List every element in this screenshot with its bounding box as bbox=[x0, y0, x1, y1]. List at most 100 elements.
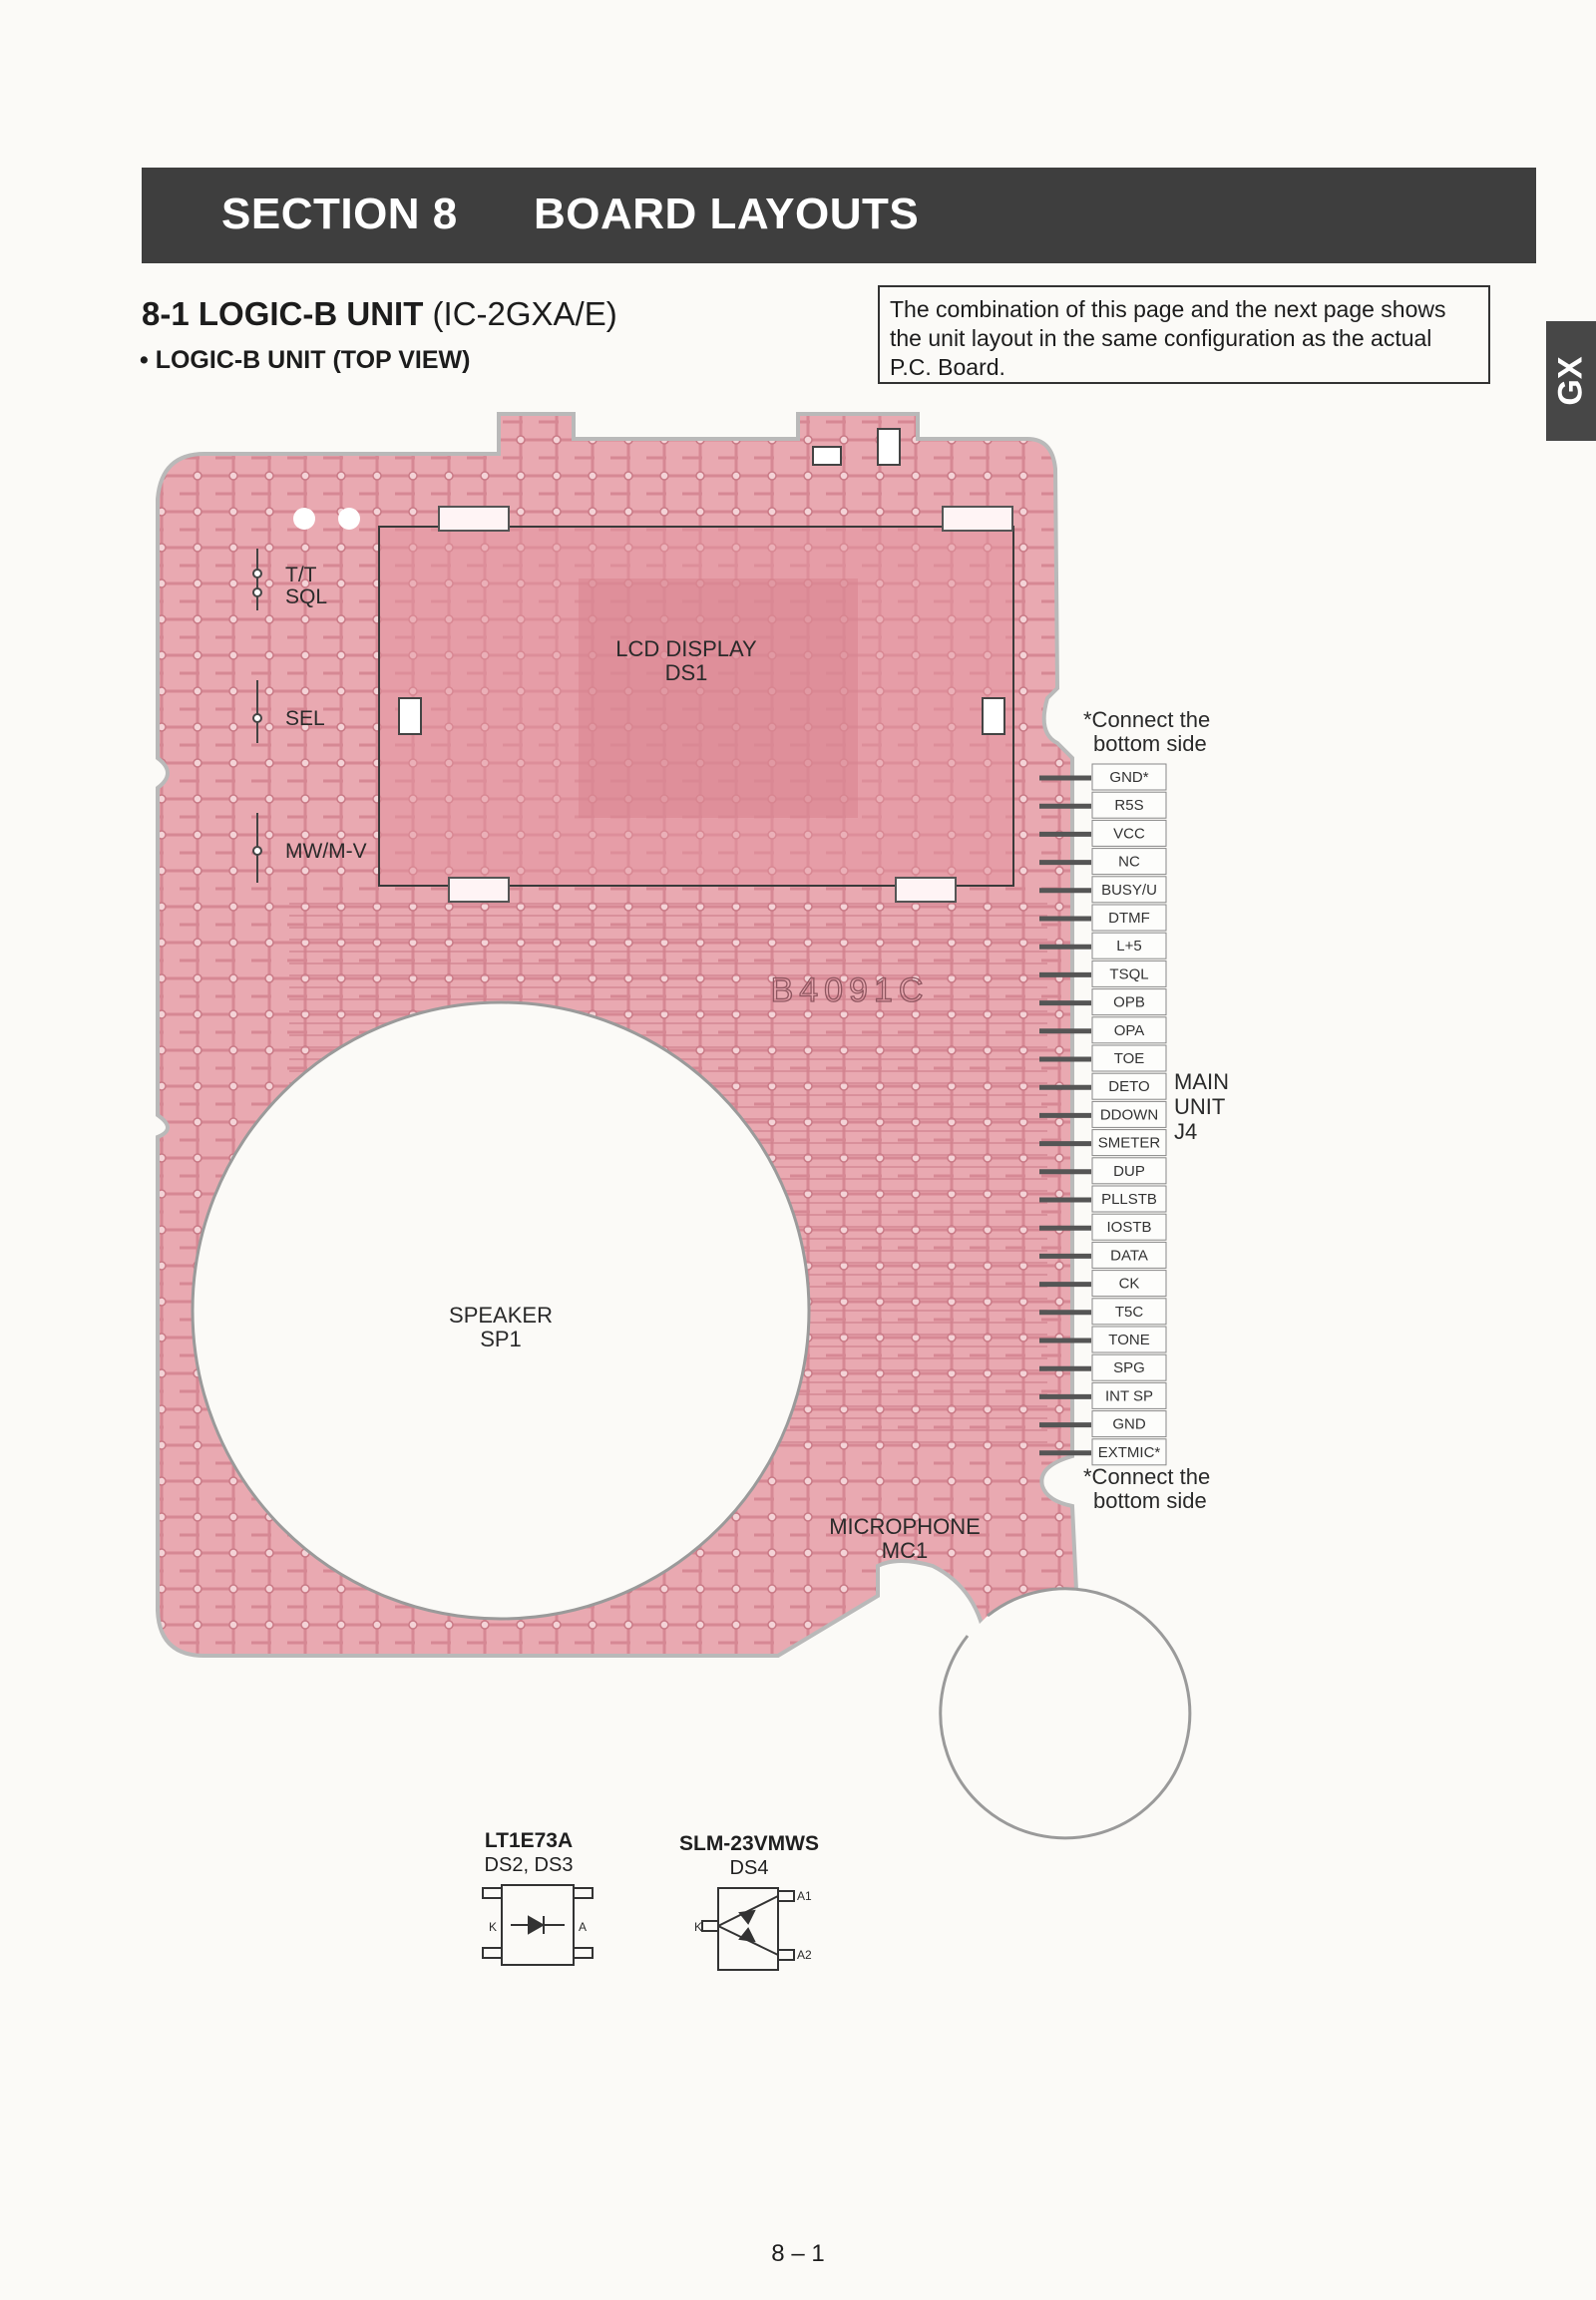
subsection-title: 8-1 LOGIC-B UNIT (IC-2GXA/E) bbox=[142, 295, 617, 333]
connector-pin-label: BUSY/U bbox=[1101, 882, 1157, 899]
component-2-title: SLM-23VMWS bbox=[679, 1832, 819, 1855]
connector-pin-label: DETO bbox=[1108, 1078, 1149, 1095]
component-1-pin-a: A bbox=[579, 1920, 587, 1934]
connector-note-top-line1: *Connect the bbox=[1083, 707, 1210, 732]
connector-pin-box bbox=[1091, 1072, 1167, 1100]
connector-pin-box bbox=[1091, 1241, 1167, 1269]
connector-pin-box bbox=[1091, 904, 1167, 932]
connector-pin-label: OPA bbox=[1114, 1022, 1145, 1039]
connector-pin-label: DDOWN bbox=[1100, 1106, 1158, 1123]
connector-note-top-line2: bottom side bbox=[1093, 731, 1207, 756]
led-ds4 bbox=[812, 446, 842, 466]
connector-pin-label: OPB bbox=[1113, 994, 1145, 1011]
lcd-clip bbox=[438, 506, 510, 532]
component-2-subtitle: DS4 bbox=[730, 1857, 769, 1879]
switch-label-tt: T/T bbox=[285, 564, 317, 586]
connector-pin-label: GND bbox=[1112, 1416, 1146, 1433]
connector-pin-label: R5S bbox=[1114, 797, 1143, 814]
led-ds2 bbox=[398, 697, 422, 735]
main-unit-label-line3: J4 bbox=[1174, 1119, 1197, 1144]
connector-pin-box bbox=[1091, 1326, 1167, 1353]
connector-pin-box bbox=[1091, 959, 1167, 987]
subsection-name: LOGIC-B UNIT bbox=[198, 295, 424, 332]
switch-group bbox=[252, 549, 262, 883]
connector-pin-label: INT SP bbox=[1105, 1387, 1153, 1404]
connector-pin-box bbox=[1091, 1438, 1167, 1466]
microphone-cutout bbox=[939, 1587, 1192, 1840]
connector-pin-box bbox=[1091, 1381, 1167, 1409]
connector-pin-box bbox=[1091, 988, 1167, 1016]
connector-pin-label: IOSTB bbox=[1106, 1219, 1151, 1236]
page-number: 8 – 1 bbox=[771, 2240, 825, 2267]
component-2-pin-a1: A1 bbox=[797, 1889, 812, 1903]
mount-hole bbox=[338, 508, 360, 530]
lcd-clip bbox=[942, 506, 1013, 532]
switch-label-mw: MW/M-V bbox=[285, 840, 367, 863]
board-code: B4091C bbox=[771, 971, 930, 1009]
speaker-cutout bbox=[191, 1000, 811, 1621]
connector-pin-label: T5C bbox=[1115, 1304, 1144, 1321]
lcd-clip bbox=[448, 877, 510, 903]
connector-pin-label: DUP bbox=[1113, 1163, 1145, 1180]
subsection-number: 8-1 bbox=[142, 295, 190, 332]
connector-pin-box bbox=[1091, 1016, 1167, 1044]
speaker-label-line1: SPEAKER bbox=[449, 1303, 553, 1328]
section-title: BOARD LAYOUTS bbox=[534, 190, 920, 238]
lcd-label-line2: DS1 bbox=[665, 660, 708, 685]
connector-note-bottom-line1: *Connect the bbox=[1083, 1464, 1210, 1489]
connector-pin-label: CK bbox=[1119, 1276, 1140, 1293]
connector-pin-box bbox=[1091, 848, 1167, 876]
connector-pin-box bbox=[1091, 1298, 1167, 1326]
component-2-pin-a2: A2 bbox=[797, 1948, 812, 1962]
section-header-bar: SECTION 8 BOARD LAYOUTS bbox=[142, 168, 1536, 263]
connector-pin-label: TONE bbox=[1108, 1332, 1149, 1348]
component-2-symbol bbox=[701, 1887, 795, 1971]
connector-pin-box bbox=[1091, 1213, 1167, 1241]
lcd-label-line1: LCD DISPLAY bbox=[615, 636, 757, 661]
led-ds3 bbox=[982, 697, 1005, 735]
connector-pin-label: L+5 bbox=[1116, 938, 1141, 955]
connector-pin-box bbox=[1091, 1410, 1167, 1438]
connector-pin-box bbox=[1091, 1185, 1167, 1213]
microphone-label-line1: MICROPHONE bbox=[829, 1514, 981, 1539]
connector-pin-box bbox=[1091, 819, 1167, 847]
component-1-title: LT1E73A bbox=[485, 1829, 573, 1852]
switch-label-sql: SQL bbox=[285, 585, 327, 608]
smd-part bbox=[877, 428, 901, 466]
side-tab: GX bbox=[1546, 321, 1596, 441]
component-1-symbol bbox=[482, 1884, 594, 1966]
connector-pin-label: DTMF bbox=[1108, 910, 1150, 927]
connector-pin-list: GND*R5SVCCNCBUSY/UDTMFL+5TSQLOPBOPATOEDE… bbox=[1039, 763, 1167, 1466]
note-box: The combination of this page and the nex… bbox=[878, 285, 1490, 384]
view-label: • LOGIC-B UNIT (TOP VIEW) bbox=[140, 346, 471, 374]
lcd-chip-area bbox=[579, 578, 858, 818]
component-1-pin-k: K bbox=[489, 1920, 497, 1934]
connector-pin-label: DATA bbox=[1110, 1247, 1148, 1264]
microphone-label-line2: MC1 bbox=[882, 1538, 928, 1563]
main-unit-label-line2: UNIT bbox=[1174, 1094, 1225, 1119]
mount-hole bbox=[293, 508, 315, 530]
connector-pin-label: PLLSTB bbox=[1101, 1191, 1157, 1208]
connector-pin-box bbox=[1091, 1129, 1167, 1157]
connector-pin-label: NC bbox=[1118, 854, 1140, 871]
connector-pin-label: SMETER bbox=[1098, 1135, 1161, 1152]
main-unit-label-line1: MAIN bbox=[1174, 1069, 1229, 1094]
connector-pin-box bbox=[1091, 791, 1167, 819]
connector-pin-label: TSQL bbox=[1109, 965, 1148, 982]
connector-pin-box bbox=[1091, 1353, 1167, 1381]
connector-pin-box bbox=[1091, 763, 1167, 791]
connector-pin-box bbox=[1091, 1044, 1167, 1072]
section-number: SECTION 8 bbox=[221, 190, 458, 238]
connector-pin-box bbox=[1091, 1100, 1167, 1128]
connector-pin-box bbox=[1091, 876, 1167, 904]
speaker-label-line2: SP1 bbox=[480, 1327, 522, 1351]
component-1-subtitle: DS2, DS3 bbox=[485, 1854, 574, 1876]
lcd-clip bbox=[895, 877, 957, 903]
connector-pin-box bbox=[1091, 1270, 1167, 1298]
connector-pin-label: EXTMIC* bbox=[1098, 1444, 1161, 1461]
connector-pin-label: TOE bbox=[1114, 1050, 1145, 1067]
connector-pin-label: VCC bbox=[1113, 825, 1145, 842]
connector-note-bottom-line2: bottom side bbox=[1093, 1488, 1207, 1513]
connector-pin-label: SPG bbox=[1113, 1359, 1145, 1376]
